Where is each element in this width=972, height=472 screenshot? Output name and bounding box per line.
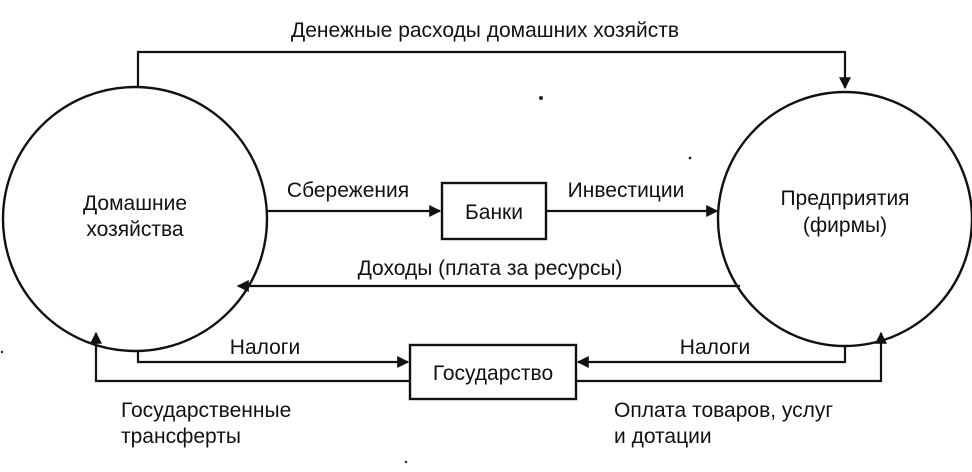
purchases-label-line1: Оплата товаров, услуг [614,399,833,422]
purchases-label-line2: и дотации [614,425,712,448]
household-taxes-label: Налоги [230,336,300,359]
savings-label: Сбережения [287,179,409,202]
government-node [408,343,578,401]
scan-speck [0,350,4,354]
transfers-label-line1: Государственные [121,399,291,422]
scan-speck [404,460,408,464]
household-taxes-arrow [136,350,410,368]
scan-speck [688,156,692,160]
government-label: Государство [433,362,553,385]
incomes-label: Доходы (плата за ресурсы) [358,257,623,280]
investments-label: Инвестиции [568,179,685,202]
firm-taxes-arrow [576,345,847,368]
purchases-arrow [576,331,887,383]
firms-label-line2: (фирмы) [803,214,887,237]
transfers-label-line2: трансферты [121,425,241,448]
households-node [1,85,269,353]
scan-speck [539,96,543,100]
banks-node [440,181,548,241]
household-spending-label: Денежные расходы домашних хозяйств [291,19,679,42]
firm-taxes-label: Налоги [680,336,750,359]
household-spending-arrow [136,50,851,90]
transfers-arrow [90,331,410,383]
banks-label: Банки [465,201,523,224]
households-label-line2: хозяйства [86,218,183,241]
households-label-line1: Домашние [83,192,187,215]
firms-label-line1: Предприятия [780,187,909,210]
